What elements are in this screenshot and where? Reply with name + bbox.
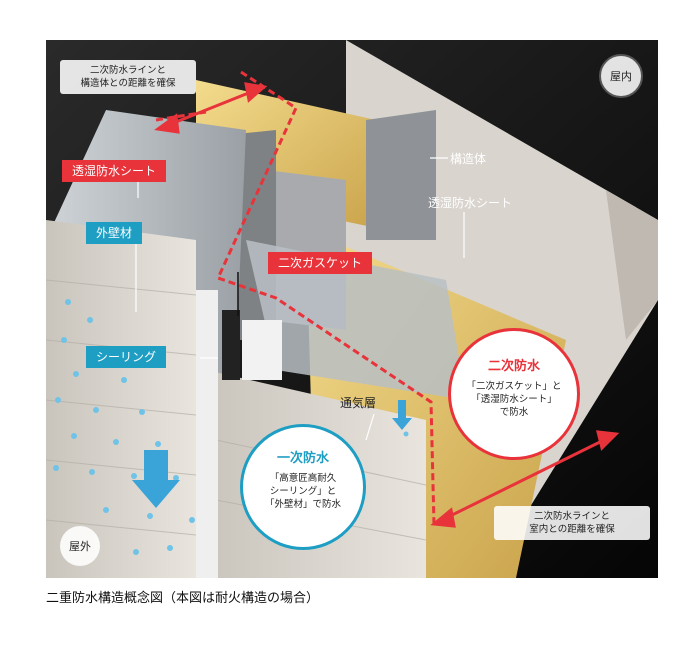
bottom-distance-note: 二次防水ラインと 室内との距離を確保: [494, 506, 650, 540]
structure-label: 構造体: [450, 152, 487, 166]
figure-caption: 二重防水構造概念図（本図は耐火構造の場合）: [46, 591, 320, 606]
primary-line1: 「高意匠高耐久: [269, 473, 337, 484]
secondary-line1: 「二次ガスケット」と: [466, 381, 562, 392]
top-note-line2: 構造体との距離を確保: [80, 78, 176, 89]
wall-cutaway-diagram: 屋内 屋外 二次防水ラインと 構造体との距離を確保 二次防水ラインと 室内との距…: [46, 40, 658, 578]
top-note-line1: 二次防水ラインと: [89, 65, 166, 76]
secondary-line3: で防水: [499, 407, 529, 418]
indoor-badge: 屋内: [599, 54, 643, 98]
secondary-line2: 「透湿防水シート」: [471, 394, 557, 405]
secondary-title: 二次防水: [487, 359, 540, 374]
siding-left: [46, 220, 196, 578]
primary-title: 一次防水: [276, 451, 329, 466]
bottom-note-line2: 室内との距離を確保: [529, 524, 615, 535]
primary-line3: 「外壁材」で防水: [264, 499, 341, 510]
sealing-joint: [196, 290, 218, 578]
gasket-tag: 二次ガスケット: [268, 252, 373, 274]
indoor-label: 屋内: [610, 70, 632, 83]
secondary-waterproof-line: [215, 70, 436, 526]
sealing-tag: シーリング: [86, 346, 167, 368]
outdoor-label: 屋外: [69, 540, 91, 553]
bottom-note-line1: 二次防水ラインと: [533, 511, 610, 522]
siding-tag: 外壁材: [86, 222, 143, 244]
rain-droplets: [53, 299, 409, 555]
distance-arrow-bottom: [430, 430, 620, 528]
membrane-label-right: 透湿防水シート: [428, 196, 513, 210]
primary-line2: シーリング」と: [269, 486, 337, 497]
wall-layers-illustration: [46, 40, 658, 578]
membrane-tag: 透湿防水シート: [62, 160, 167, 182]
secondary-waterproof-bubble: 二次防水 「二次ガスケット」と 「透湿防水シート」 で防水: [448, 328, 580, 460]
steel-structure: [366, 110, 436, 240]
primary-waterproof-bubble: 一次防水 「高意匠高耐久 シーリング」と 「外壁材」で防水: [240, 424, 366, 550]
vent-arrow: [392, 400, 412, 430]
distance-arrow-top: [154, 82, 268, 134]
top-distance-note: 二次防水ラインと 構造体との距離を確保: [60, 60, 196, 94]
outdoor-badge: 屋外: [60, 526, 100, 566]
ventilation-label: 通気層: [340, 396, 377, 410]
drain-arrow: [132, 450, 180, 508]
